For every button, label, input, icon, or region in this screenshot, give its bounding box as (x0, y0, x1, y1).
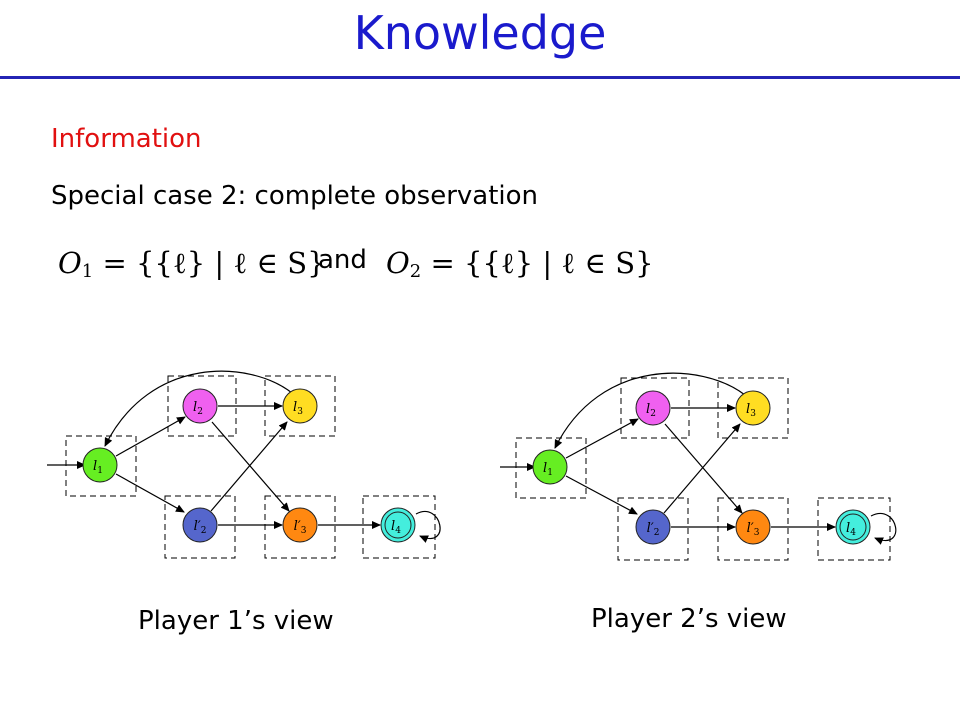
node-l4-accepting-ring (384, 511, 412, 539)
node-l4 (380, 507, 416, 543)
obs2-set: = {{ℓ} | ℓ ∈ S} (421, 246, 654, 280)
obs-box-l3p (717, 497, 789, 561)
edge-l2p-l3 (210, 421, 288, 512)
node-l1-label: l1 (93, 459, 103, 476)
obs-box-l3p (264, 495, 336, 559)
node-l4 (835, 509, 871, 545)
case-description: Special case 2: complete observation (51, 181, 539, 211)
edge-l1-l2p (565, 475, 638, 515)
node-l1-label: l1 (543, 461, 553, 478)
node-l4-label: l4 (846, 521, 856, 538)
edge-l4-self (870, 513, 897, 545)
slide-title: Knowledge (353, 6, 607, 60)
node-l2p (635, 509, 671, 545)
node-l2-label: l2 (646, 402, 656, 419)
player1-caption: Player 1’s view (138, 606, 334, 636)
title-underline (0, 76, 960, 79)
node-l3 (282, 388, 318, 424)
node-l4-accepting-ring (839, 513, 867, 541)
edge-l1-l2 (115, 416, 186, 457)
obs2-index: 2 (409, 261, 422, 282)
obs2-symbol: O (386, 246, 410, 280)
player1-graph: l1 l2 l3 l′2 l′3 l4 (47, 370, 441, 559)
node-l2 (182, 388, 218, 424)
node-l3p (735, 509, 771, 545)
node-l2-label: l2 (193, 400, 203, 417)
node-l1 (532, 449, 568, 485)
obs-box-l2p (617, 497, 689, 561)
player2-graph: l1 l2 l3 l′2 l′3 l4 (500, 372, 897, 561)
node-l2 (635, 390, 671, 426)
edge-l4-self (415, 511, 441, 543)
edge-l2-l3p (211, 421, 290, 512)
and-connector: and (318, 245, 367, 275)
node-l4-label: l4 (391, 519, 401, 536)
edge-l1-l2 (565, 418, 639, 459)
edge-l2-l3p (664, 423, 743, 514)
obs1-index: 1 (81, 261, 94, 282)
section-heading: Information (51, 124, 202, 154)
edge-l2p-l3 (663, 423, 741, 514)
obs-box-l2 (620, 377, 690, 439)
obs-box-l2p (164, 495, 236, 559)
node-l2p (182, 507, 218, 543)
obs1-symbol: O (58, 246, 82, 280)
node-l3 (735, 390, 771, 426)
edge-l1-l2p (115, 473, 185, 513)
obs-box-l4 (362, 495, 436, 559)
edge-l3-l1 (554, 372, 746, 449)
observation-formula-2: O2 = {{ℓ} | ℓ ∈ S} (386, 246, 654, 282)
obs-box-l2 (167, 375, 237, 437)
node-l3-label: l3 (293, 400, 303, 417)
obs1-set: = {{ℓ} | ℓ ∈ S} (93, 246, 326, 280)
obs-box-l1 (515, 437, 587, 499)
player2-caption: Player 2’s view (591, 604, 787, 634)
obs-box-l1 (65, 435, 137, 497)
node-l3-label: l3 (746, 402, 756, 419)
node-l1 (82, 447, 118, 483)
obs-box-l4 (817, 497, 891, 561)
node-l3p (282, 507, 318, 543)
observation-formula-1: O1 = {{ℓ} | ℓ ∈ S} (58, 246, 326, 282)
edge-l3-l1 (104, 370, 293, 447)
